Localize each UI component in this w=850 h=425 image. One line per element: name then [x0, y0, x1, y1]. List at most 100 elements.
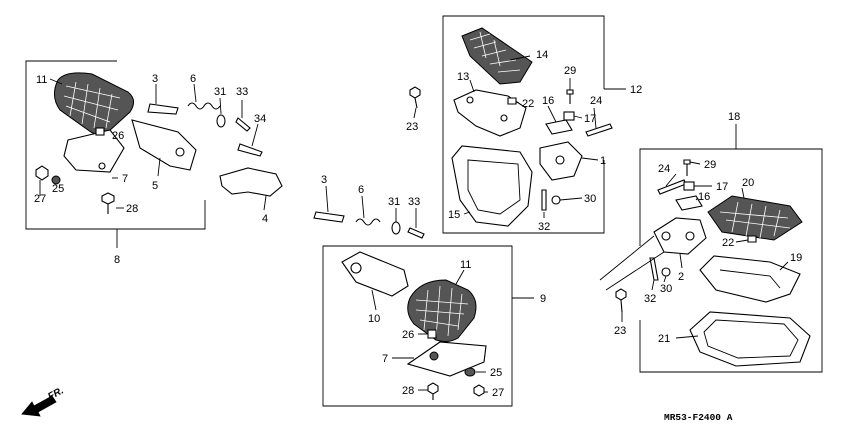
group-9-assembly: 9	[313, 185, 546, 407]
callout-27b: 27	[492, 387, 504, 399]
pin-32-lower	[649, 257, 659, 281]
screw-22-upper	[507, 97, 517, 105]
callout-3a: 3	[152, 73, 158, 85]
callout-2: 2	[678, 271, 684, 283]
callout-1: 1	[600, 155, 606, 167]
callout-26a: 26	[112, 130, 124, 142]
group-18-label: 18	[728, 111, 740, 123]
return-spring-front	[355, 218, 381, 226]
callout-32b: 32	[644, 293, 656, 305]
collar-26-left	[95, 127, 105, 136]
callout-19: 19	[790, 252, 802, 264]
bolt-34	[237, 143, 263, 157]
nut-27-front	[473, 384, 485, 397]
grommet-25-left	[51, 175, 61, 185]
callout-7b: 7	[382, 353, 388, 365]
callout-28b: 28	[402, 385, 414, 397]
callout-6a: 6	[190, 73, 196, 85]
group-18-frame	[639, 148, 823, 373]
collar-17-lower	[683, 181, 695, 191]
group-8-frame	[25, 60, 206, 230]
callout-11a: 11	[36, 74, 47, 86]
footpeg-pin-left	[147, 103, 179, 115]
callout-26b: 26	[402, 329, 414, 341]
bolt-24-lower	[657, 179, 687, 195]
group-12-frame	[442, 15, 605, 234]
footpeg-front	[341, 251, 409, 297]
callout-29a: 29	[564, 65, 576, 77]
screw-29-lower	[683, 159, 691, 176]
step-plate-19	[699, 255, 801, 303]
callout-28a: 28	[126, 203, 138, 215]
collar-26-front	[427, 329, 437, 339]
group-8-assembly: 8	[25, 60, 283, 266]
callout-24a: 24	[590, 95, 602, 107]
callout-17b: 17	[716, 181, 728, 193]
washer-left	[216, 114, 226, 128]
clip-16-lower	[675, 195, 703, 211]
footpeg-rubber-front	[407, 279, 477, 343]
callout-20: 20	[742, 177, 754, 189]
washer-30-lower	[661, 267, 671, 277]
callout-27a: 27	[34, 193, 46, 205]
grip-rubber-14	[461, 27, 533, 85]
callout-14: 14	[536, 49, 548, 61]
footpeg-pin-front	[313, 211, 345, 223]
callout-15: 15	[448, 209, 460, 221]
callout-23b: 23	[614, 325, 626, 337]
callout-25a: 25	[52, 183, 64, 195]
callout-22b: 22	[722, 237, 734, 249]
callout-16a: 16	[542, 95, 554, 107]
return-spring-left	[187, 102, 221, 110]
footpeg-holder-left	[131, 119, 197, 171]
callout-16b: 16	[698, 191, 710, 203]
screw-29-upper	[566, 89, 574, 104]
callout-4: 4	[262, 213, 268, 225]
callout-34: 34	[254, 113, 266, 125]
direction-label: FR.	[46, 385, 65, 402]
cotter-pin-left	[235, 117, 251, 132]
callout-11b: 11	[460, 259, 471, 271]
callout-33b: 33	[408, 196, 420, 208]
callout-7a: 7	[122, 173, 128, 185]
grip-rubber-20	[707, 195, 803, 241]
washer-front	[391, 221, 401, 235]
bolt-28-front	[427, 382, 439, 400]
footpeg-bracket-front	[406, 341, 487, 377]
callout-13: 13	[457, 71, 469, 83]
callout-3b: 3	[321, 174, 327, 186]
callout-30a: 30	[584, 193, 596, 205]
group-9-frame	[322, 245, 513, 407]
bracket-4	[219, 167, 283, 197]
callout-22a: 22	[522, 98, 534, 110]
footpeg-bracket-left	[63, 129, 125, 173]
callout-24b: 24	[658, 163, 670, 175]
callout-6b: 6	[358, 184, 364, 196]
grommet-25-front	[464, 367, 476, 377]
callout-10: 10	[368, 313, 380, 325]
callout-5: 5	[152, 180, 158, 192]
callout-30b: 30	[660, 283, 672, 295]
bolt-23-lower	[599, 235, 665, 322]
bolt-24-upper	[585, 123, 613, 137]
step-cover-21	[689, 311, 811, 367]
washer-30-upper	[551, 195, 561, 205]
callout-31b: 31	[388, 196, 400, 208]
callout-29b: 29	[704, 159, 716, 171]
clip-16-upper	[545, 119, 573, 135]
footpeg-rubber-left	[54, 72, 134, 136]
screw-22-lower	[747, 235, 757, 243]
cotter-pin-front	[407, 227, 425, 239]
collar-17-upper	[563, 111, 575, 121]
callout-23a: 23	[406, 121, 418, 133]
group-18-assembly: 18	[639, 111, 823, 373]
bolt-28-left	[101, 192, 115, 214]
callout-21: 21	[658, 333, 670, 345]
nut-27-left	[35, 165, 49, 181]
callout-33a: 33	[236, 86, 248, 98]
step-bracket-13	[453, 89, 527, 137]
reference-code: MR53-F2400 A	[664, 412, 733, 423]
group-12-assembly: 12	[442, 15, 642, 234]
callout-17a: 17	[584, 113, 596, 125]
